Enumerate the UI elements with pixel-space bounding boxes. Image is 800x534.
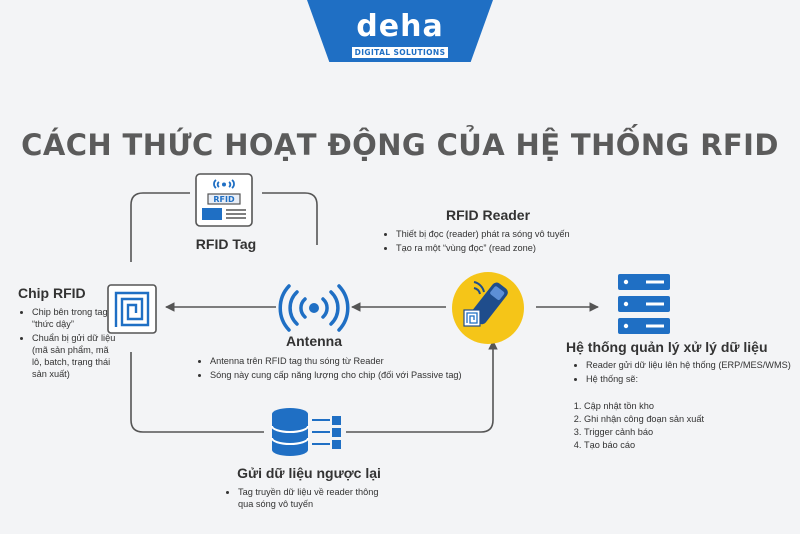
antenna-waves-icon [278, 284, 350, 332]
server-rack-icon [618, 274, 670, 334]
antenna-notes: Antenna trên RFID tag thu sóng từ Reader… [196, 355, 510, 383]
chip-rfid-title: Chip RFID [18, 285, 86, 301]
chip-spiral-icon [107, 284, 157, 334]
system-steps: Cập nhật tồn kho Ghi nhận công đoạn sản … [574, 400, 794, 452]
chip-rfid-note: Chip bên trong tag “thức dậy” [32, 306, 118, 330]
rfid-tag-card-icon: RFID [195, 173, 253, 227]
logo: deha DIGITAL SOLUTIONS [350, 12, 450, 58]
connector-tag-left [130, 192, 190, 262]
chip-rfid-note: Chuẩn bị gửi dữ liệu (mã sản phẩm, mã lô… [32, 332, 118, 380]
system-note: Reader gửi dữ liệu lên hệ thống (ERP/MES… [586, 359, 796, 371]
rfid-reader-title: RFID Reader [446, 207, 531, 223]
logo-subtitle: DIGITAL SOLUTIONS [351, 47, 449, 58]
connector-chip-database [130, 352, 264, 433]
system-step: Cập nhật tồn kho [584, 400, 794, 412]
arrow-database-reader [346, 340, 498, 433]
antenna-note: Antenna trên RFID tag thu sóng từ Reader [210, 355, 510, 367]
send-back-title: Gửi dữ liệu ngược lại [237, 465, 381, 481]
system-note: Hệ thống sẽ: [586, 373, 796, 385]
send-back-notes: Tag truyền dữ liệu về reader thông qua s… [224, 486, 388, 512]
system-title: Hệ thống quản lý xử lý dữ liệu [566, 339, 768, 355]
rfid-reader-notes: Thiết bị đọc (reader) phát ra sóng vô tu… [382, 228, 656, 256]
chip-rfid-notes: Chip bên trong tag “thức dậy” Chuẩn bị g… [18, 306, 118, 382]
tag-card-label: RFID [213, 195, 235, 204]
database-transfer-icon [271, 408, 341, 456]
rfid-reader-note: Thiết bị đọc (reader) phát ra sóng vô tu… [396, 228, 656, 240]
rfid-tag-title: RFID Tag [195, 236, 257, 252]
antenna-title: Antenna [286, 333, 342, 349]
rfid-scanner-icon [452, 272, 524, 344]
system-notes: Reader gửi dữ liệu lên hệ thống (ERP/MES… [572, 359, 796, 387]
logo-name: deha [356, 9, 444, 44]
system-step: Tạo báo cáo [584, 439, 794, 451]
page-title: CÁCH THỨC HOẠT ĐỘNG CỦA HỆ THỐNG RFID [21, 128, 779, 162]
antenna-note: Sóng này cung cấp năng lượng cho chip (đ… [210, 369, 510, 381]
connector-tag-right [262, 192, 318, 245]
system-step: Ghi nhận công đoạn sản xuất [584, 413, 794, 425]
system-step: Trigger cảnh báo [584, 426, 794, 438]
send-back-note: Tag truyền dữ liệu về reader thông qua s… [238, 486, 388, 510]
rfid-reader-note: Tạo ra một “vùng đọc” (read zone) [396, 242, 656, 254]
